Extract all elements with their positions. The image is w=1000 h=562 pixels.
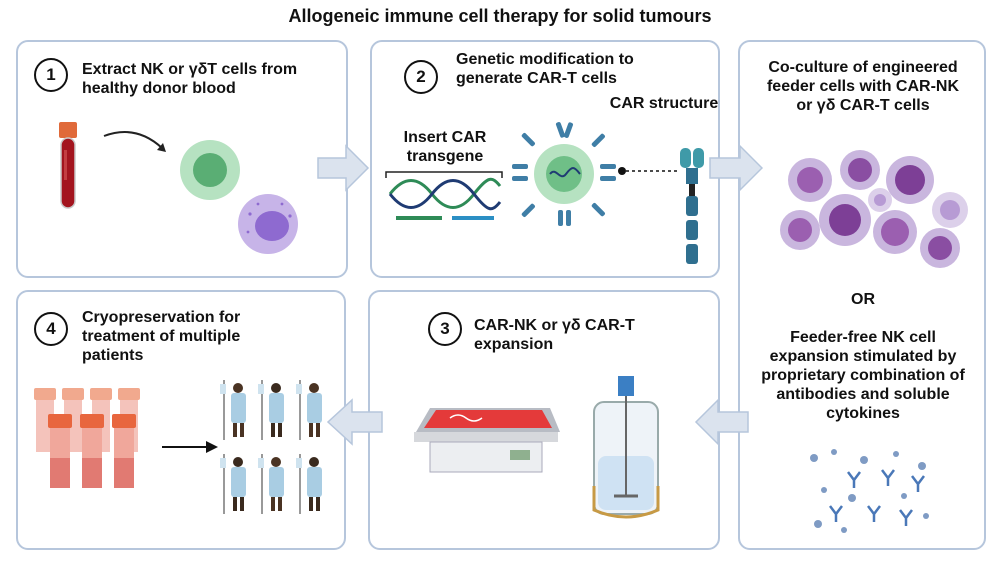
step-4-panel: 4 Cryopreservation for treatment of mult… — [16, 290, 346, 550]
nk-cell-icon — [180, 140, 240, 200]
insert-car-label: Insert CAR transgene — [403, 129, 487, 165]
flow-arrow-right-to-3 — [694, 398, 749, 446]
step-2-number: 2 — [404, 60, 438, 94]
cryo-vials-icon — [34, 388, 140, 488]
car-t-cell-icon — [512, 122, 616, 226]
expansion-method-panel: Co-culture of engineered feeder cells wi… — [738, 40, 986, 550]
right-arrow-icon — [162, 441, 218, 453]
step-1-text: Extract NK or γδT cells from healthy don… — [82, 61, 298, 97]
step-2-panel: 2 Genetic modification to generate CAR-T… — [370, 40, 720, 278]
patients-icon — [220, 380, 322, 514]
culture-bag-rocker-icon — [414, 408, 560, 473]
step-3-number: 3 — [428, 312, 462, 346]
co-culture-text: Co-culture of engineered feeder cells wi… — [766, 59, 960, 114]
step-4-number: 4 — [34, 312, 68, 346]
or-text: OR — [851, 291, 875, 308]
feeder-free-text: Feeder-free NK cell expansion stimulated… — [761, 329, 965, 422]
flow-arrow-2-to-right — [709, 144, 764, 192]
step-1-panel: 1 Extract NK or γδT cells from healthy d… — [16, 40, 348, 278]
step-4-text: Cryopreservation for treatment of multip… — [82, 309, 241, 364]
flow-arrow-1-to-2 — [317, 144, 370, 192]
feeder-cells-icon — [780, 150, 968, 268]
curved-arrow-icon — [103, 131, 166, 152]
flow-arrow-3-to-4 — [326, 398, 383, 446]
gd-t-cell-icon — [238, 194, 298, 254]
dna-transgene-icon — [385, 171, 503, 220]
dotted-connector-icon — [618, 167, 678, 175]
step-2-text: Genetic modification to generate CAR-T c… — [456, 51, 634, 87]
step-1-number: 1 — [34, 58, 68, 92]
step-3-text: CAR-NK or γδ CAR-T expansion — [474, 317, 635, 353]
step-3-panel: 3 CAR-NK or γδ CAR-T expansion — [368, 290, 720, 550]
figure-title: Allogeneic immune cell therapy for solid… — [288, 6, 712, 26]
bioreactor-icon — [592, 376, 660, 519]
car-structure-label: CAR structure — [609, 95, 719, 112]
car-receptor-icon — [680, 148, 704, 264]
antibodies-cytokines-icon — [810, 449, 929, 533]
blood-tube-icon — [59, 122, 77, 209]
